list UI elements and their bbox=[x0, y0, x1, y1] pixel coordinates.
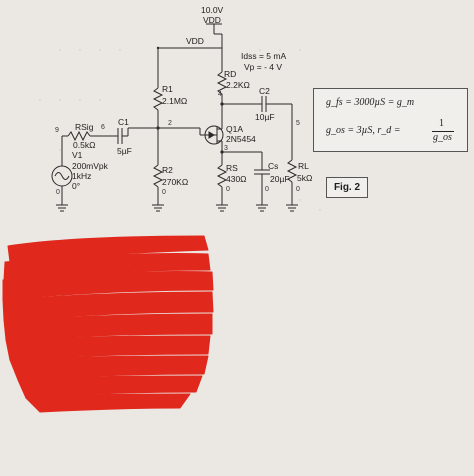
r1-resistor bbox=[152, 87, 164, 111]
grid-dots bbox=[39, 49, 321, 211]
figure-label: Fig. 2 bbox=[326, 177, 368, 198]
rsig-value-label: 0.5kΩ bbox=[73, 140, 96, 150]
c1-value-label: 5µF bbox=[117, 146, 132, 156]
rd-resistor bbox=[216, 71, 228, 95]
v1-name-label: V1 bbox=[72, 150, 83, 160]
junction-dots bbox=[156, 46, 224, 154]
ground-r2-label: 0 bbox=[162, 189, 166, 196]
r2-resistor bbox=[152, 164, 164, 188]
rl-name-label: RL bbox=[298, 161, 309, 171]
node-5-label: 5 bbox=[296, 120, 300, 127]
node-6-label: 6 bbox=[101, 124, 105, 131]
rd-fraction-bar bbox=[432, 131, 454, 132]
r2-value-label: 270KΩ bbox=[162, 177, 189, 187]
supply-name-label: VDD bbox=[203, 15, 221, 25]
node-3-label: 3 bbox=[224, 145, 228, 152]
r1-value-label: 2.1MΩ bbox=[162, 96, 188, 106]
rs-name-label: RS bbox=[226, 163, 238, 173]
v1-phase-label: 0° bbox=[72, 181, 81, 191]
gos-equation: g_os = 3µS, r_d = bbox=[326, 125, 401, 136]
idss-label: Idss = 5 mA bbox=[241, 51, 287, 61]
rd-name-label: RD bbox=[224, 69, 237, 79]
ground-cs-label: 0 bbox=[265, 186, 269, 193]
node-2-label: 2 bbox=[168, 120, 172, 127]
ground-symbols bbox=[56, 204, 298, 212]
q-name-label: Q1A bbox=[226, 124, 244, 134]
node-4-label: 4 bbox=[218, 91, 222, 98]
ground-rl-label: 0 bbox=[296, 186, 300, 193]
rsig-resistor bbox=[67, 130, 91, 142]
ground-v1-label: 0 bbox=[56, 189, 60, 196]
rl-resistor bbox=[286, 159, 298, 183]
rd-fraction-denominator: g_os bbox=[433, 132, 452, 143]
c2-value-label: 10µF bbox=[255, 112, 275, 122]
c1-name-label: C1 bbox=[118, 117, 129, 127]
rd-fraction-numerator: 1 bbox=[439, 118, 444, 129]
equation-box: g_fs = 3000µS = g_m g_os = 3µS, r_d = 1 … bbox=[313, 88, 468, 152]
vp-label: Vp = - 4 V bbox=[244, 62, 283, 72]
rd-value-label: 2.2KΩ bbox=[226, 80, 250, 90]
r2-name-label: R2 bbox=[162, 165, 173, 175]
vdd-rail-label: VDD bbox=[186, 36, 204, 46]
c2-name-label: C2 bbox=[259, 86, 270, 96]
node-9-label: 9 bbox=[55, 127, 59, 134]
ground-rs-label: 0 bbox=[226, 186, 230, 193]
v1-freq-label: 1kHz bbox=[72, 171, 92, 181]
rs-resistor bbox=[216, 164, 228, 188]
gfs-equation: g_fs = 3000µS = g_m bbox=[326, 97, 415, 108]
v1-sine bbox=[54, 172, 70, 180]
q1a-gate-arrow bbox=[208, 131, 215, 139]
rl-value-label: 5kΩ bbox=[297, 173, 313, 183]
q-part-label: 2N5454 bbox=[226, 134, 256, 144]
rs-value-label: 430Ω bbox=[226, 174, 247, 184]
supply-value-label: 10.0V bbox=[201, 5, 224, 15]
cs-value-label: 20µF bbox=[270, 174, 290, 184]
r1-name-label: R1 bbox=[162, 84, 173, 94]
cs-name-label: Cs bbox=[268, 161, 279, 171]
rsig-name-label: RSig bbox=[75, 122, 94, 132]
v1-amplitude-label: 200mVpk bbox=[72, 161, 108, 171]
